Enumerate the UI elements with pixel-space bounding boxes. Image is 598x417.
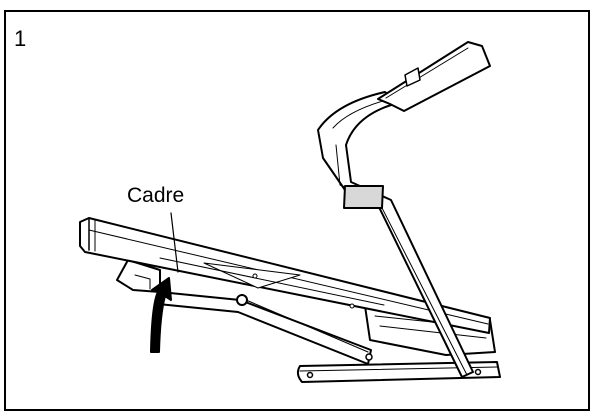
deck-frame [79, 217, 491, 334]
front-foot [116, 259, 161, 293]
step-number: 1 [14, 26, 27, 51]
console [377, 41, 491, 112]
label-leader-line [170, 212, 179, 273]
frame-label: Cadre [127, 184, 185, 207]
lift-arrow [150, 277, 172, 353]
upright-post [317, 91, 474, 378]
base-rail [296, 361, 501, 383]
